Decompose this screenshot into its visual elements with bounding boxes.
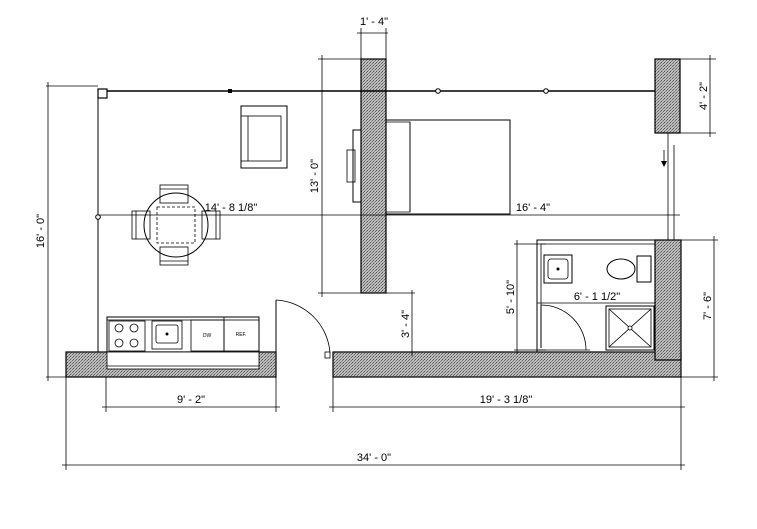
dishwasher-label: DW [203,333,212,339]
fireplace [346,129,362,203]
right-wall-upper [654,58,681,134]
bed [385,119,511,215]
dim-chimney-to-front: 3' - 4" [400,310,412,338]
right-wall-lower [654,239,682,361]
dim-bath-wall-right: 7' - 6" [702,292,714,320]
kitchen-base [106,351,260,370]
corner-post [97,88,108,99]
dim-bath-depth: 5' - 10" [505,280,517,314]
dim-overall-depth: 16' - 0" [35,214,47,248]
dim-kitchen-width: 9' - 2" [177,394,205,406]
toilet [606,255,652,283]
kitchen-sink [151,320,183,350]
kitchen-counter: DW REF. [106,316,260,353]
chimney-wall [360,58,387,294]
dim-bath-width: 6' - 1 1/2" [574,291,620,303]
dim-living-width: 14' - 8 1/8" [205,202,258,214]
bath-door [537,304,590,351]
rear-beam [95,88,675,352]
entry-door [275,299,331,359]
dim-overall-width: 34' - 0" [357,452,391,464]
bath-sink [543,254,573,284]
dim-ceiling-height: 13' - 0" [309,159,321,193]
dim-right-wall-top: 4' - 2" [698,82,710,110]
refrigerator: REF. [223,316,260,352]
dining-table [131,184,221,266]
front-wall-right [332,351,682,378]
refrigerator-label: REF. [236,332,247,338]
armchair [240,105,288,169]
walls [65,58,682,378]
dim-right-front-width: 19' - 3 1/8" [480,394,533,406]
bathroom [536,239,656,353]
dim-bedroom-width: 16' - 4" [516,202,550,214]
dimension-lines [46,28,718,470]
shower [605,305,655,351]
dim-chimney-width: 1' - 4" [360,16,388,28]
dimension-labels: 1' - 4" 4' - 2" 14' - 8 1/8" 16' - 4" 13… [35,16,714,464]
stove [108,320,146,352]
dishwasher: DW [190,319,225,352]
side-door-arrow [661,150,667,167]
